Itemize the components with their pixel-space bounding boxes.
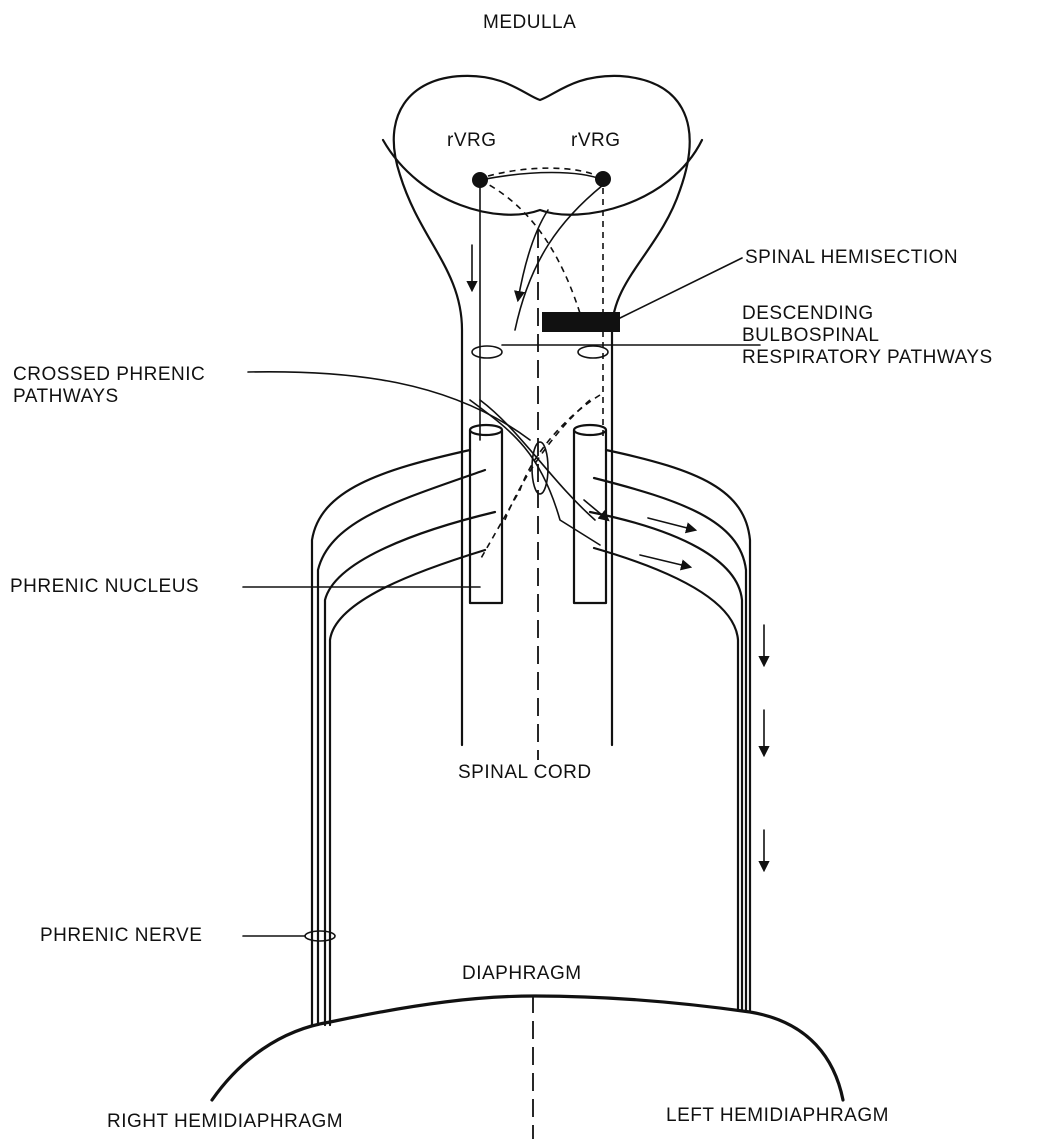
right-hemidiaphragm-label: RIGHT HEMIDIAPHRAGM <box>107 1111 343 1133</box>
medulla-lower-arc <box>383 140 702 215</box>
crossed-phrenic-label: CROSSED PHRENIC PATHWAYS <box>13 364 205 408</box>
medulla-outline <box>394 76 690 745</box>
right-phrenic-column-top <box>574 425 606 435</box>
rvrg-left-label: rVRG <box>447 130 497 152</box>
descending-line-2: BULBOSPINAL <box>742 325 993 347</box>
crossed-arrow <box>584 500 608 520</box>
right-crossing-dashed <box>480 180 585 330</box>
diaphragm-label: DIAPHRAGM <box>462 963 582 985</box>
left-crossing-solid <box>480 173 603 181</box>
left-nerve-fiber-2 <box>318 470 485 1025</box>
right-nerve-fiber-2 <box>594 478 746 1010</box>
crossed-pathway-a <box>470 400 600 545</box>
left-pathway-ellipse <box>472 346 502 358</box>
right-nerve-fiber-4 <box>594 548 738 1010</box>
descending-pathways-label: DESCENDING BULBOSPINAL RESPIRATORY PATHW… <box>742 303 993 369</box>
right-pathway-ellipse <box>578 346 608 358</box>
medulla-label: MEDULLA <box>483 12 576 34</box>
spinal-hemisection-bar <box>542 312 620 332</box>
left-hemidiaphragm-label: LEFT HEMIDIAPHRAGM <box>666 1105 889 1127</box>
hemisection-pointer <box>620 258 742 318</box>
rvrg-right-label: rVRG <box>571 130 621 152</box>
left-phrenic-column-top <box>470 425 502 435</box>
descending-line-3: RESPIRATORY PATHWAYS <box>742 347 993 369</box>
left-nerve-fiber-1 <box>312 450 470 1025</box>
crossed-line-2: PATHWAYS <box>13 386 205 408</box>
phrenic-nerve-label: PHRENIC NERVE <box>40 925 202 947</box>
spinal-cord-label: SPINAL CORD <box>458 762 592 784</box>
descending-line-1: DESCENDING <box>742 303 993 325</box>
crossed-line-1: CROSSED PHRENIC <box>13 364 205 386</box>
spinal-hemisection-label: SPINAL HEMISECTION <box>745 247 958 269</box>
diaphragm-dome <box>212 996 843 1100</box>
phrenic-nucleus-label: PHRENIC NUCLEUS <box>10 576 199 598</box>
